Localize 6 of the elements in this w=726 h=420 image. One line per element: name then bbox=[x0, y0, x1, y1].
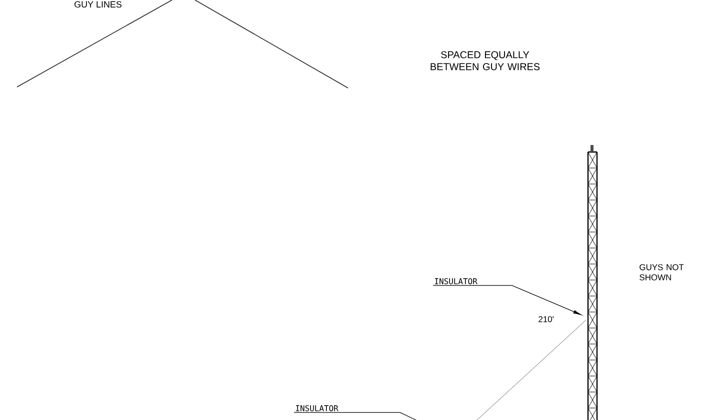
note-text: SPACED EQUALLY BETWEEN GUY WIRES bbox=[430, 51, 540, 70]
note-text: GUY LINES bbox=[74, 1, 122, 8]
note-text: 210' bbox=[538, 316, 554, 322]
note-text: GUYS NOT SHOWN bbox=[640, 264, 684, 280]
leader-line bbox=[432, 285, 582, 316]
leader-line bbox=[294, 412, 418, 420]
